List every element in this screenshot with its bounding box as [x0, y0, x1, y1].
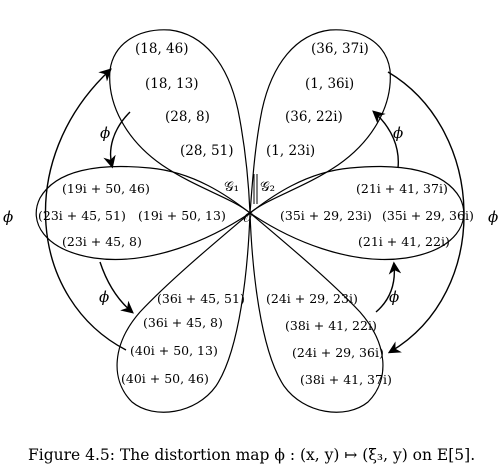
point-label: (21i + 41, 37i): [356, 181, 448, 196]
point-label: (19i + 50, 13): [138, 208, 226, 223]
point-label: (28, 8): [165, 109, 210, 125]
arrow-inner-bottom-right: [375, 261, 402, 313]
point-label: (28, 51): [180, 143, 233, 159]
point-label: (38i + 41, 22i): [285, 318, 377, 333]
point-label: (1, 23i): [266, 143, 315, 159]
point-label: (24i + 29, 36i): [292, 345, 384, 360]
origin-label: 𝒪: [243, 210, 253, 226]
point-label: (23i + 45, 8): [62, 234, 142, 249]
petal-mid-right: [248, 165, 465, 261]
point-label: (23i + 45, 51): [38, 208, 126, 223]
point-label: (40i + 50, 13): [130, 343, 218, 358]
group-label-g2: 𝒢₂: [260, 179, 275, 195]
arrow-inner-bottom-left: [99, 261, 134, 314]
point-label: (36, 37i): [311, 41, 369, 57]
petal-bottom-left: [116, 211, 251, 413]
point-label: (35i + 29, 23i): [280, 208, 372, 223]
point-label: (35i + 29, 36i): [382, 208, 474, 223]
phi-label-outer-left: ϕ: [3, 208, 13, 226]
arrow-outer-right: [387, 71, 465, 354]
petal-bottom-right: [249, 211, 384, 413]
point-label: (40i + 50, 46): [121, 371, 209, 386]
arrow-inner-top-right: [372, 110, 399, 169]
point-label: (18, 13): [145, 76, 198, 92]
phi-label-inner-bottom-right: ϕ: [389, 288, 399, 306]
phi-label-inner-bottom-left: ϕ: [99, 288, 109, 306]
arrow-outer-left: [44, 68, 127, 351]
phi-label-outer-right: ϕ: [488, 208, 498, 226]
point-label: (36i + 45, 51): [157, 291, 245, 306]
point-label: (36, 22i): [285, 109, 343, 125]
figure-caption: Figure 4.5: The distortion map ϕ : (x, y…: [28, 446, 475, 464]
point-label: (19i + 50, 46): [62, 181, 150, 196]
point-label: (18, 46): [135, 41, 188, 57]
petal-mid-left: [35, 165, 252, 261]
point-label: (1, 36i): [305, 76, 354, 92]
point-label: (21i + 41, 22i): [358, 234, 450, 249]
group-label-g1: 𝒢₁: [224, 179, 239, 195]
point-label: (36i + 45, 8): [143, 315, 223, 330]
point-label: (38i + 41, 37i): [300, 372, 392, 387]
phi-label-inner-top-left: ϕ: [100, 124, 110, 142]
arrow-inner-top-left: [103, 111, 131, 169]
point-label: (24i + 29, 23i): [266, 291, 358, 306]
phi-label-inner-top-right: ϕ: [393, 124, 403, 142]
